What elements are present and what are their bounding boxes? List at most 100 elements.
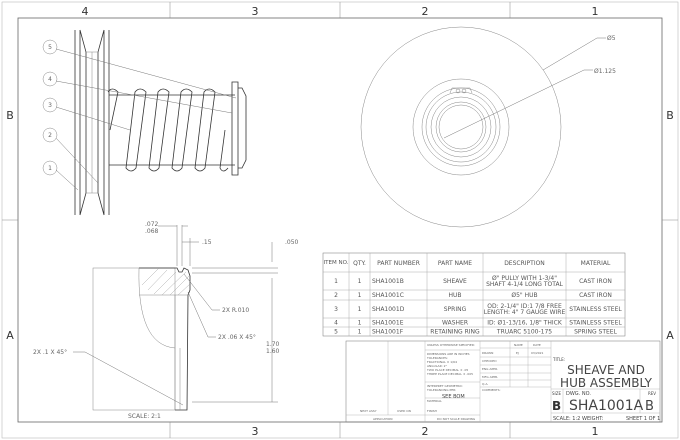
bom-cell-item: 1 xyxy=(334,278,338,285)
zone-col-2-bottom: 2 xyxy=(422,425,429,438)
balloon-leaders xyxy=(55,48,237,191)
dim-height-upper: 1.70 xyxy=(266,341,280,348)
bom-cell-description: Ø" PULLY WITH 1-3/4"SHAFT 4-1/4 LONG TOT… xyxy=(486,275,563,288)
role-mfg-appr: MFG APPR. xyxy=(482,375,498,379)
geometric-tolerancing: INTERPRET GEOMETRIC xyxy=(427,384,462,388)
finish-label: FINISH xyxy=(427,409,437,413)
bom-cell-part-number: SHA1001B xyxy=(372,278,404,285)
bom-cell-description: TRUARC 5100-175 xyxy=(496,329,552,336)
bom-cell-qty: 1 xyxy=(358,306,362,313)
header-description: DESCRIPTION xyxy=(504,260,545,267)
bom-row: 3 1 SHA1001D SPRING OD: 2-1/4" ID:1 7/8 FREE… xyxy=(334,303,622,316)
svg-text:4: 4 xyxy=(48,76,52,83)
bom-cell-description: Ø5" HUB xyxy=(511,292,537,299)
svg-text:3: 3 xyxy=(48,102,52,109)
dwg-no-label: DWG. NO. xyxy=(566,391,591,397)
tolerance-line: THREE PLACE DECIMAL ± .005 xyxy=(426,372,473,376)
dim-inner-diameter: Ø1.125 xyxy=(594,68,616,75)
role-comments: COMMENTS: xyxy=(482,388,501,392)
size-label: SIZE xyxy=(552,391,561,396)
header-part-number: PART NUMBER xyxy=(377,260,420,267)
date-header: DATE xyxy=(533,343,541,347)
bom-cell-material: SPRING STEEL xyxy=(574,329,617,336)
role-checked: CHECKED xyxy=(482,359,497,363)
sheet-number: SHEET 1 OF 1 xyxy=(626,416,660,422)
material-label: MATERIAL xyxy=(427,399,442,403)
bom-cell-qty: 1 xyxy=(358,329,362,336)
assembly-side-view[interactable]: 5 4 3 2 1 xyxy=(42,29,247,216)
dim-height-lower: 1.60 xyxy=(266,348,280,355)
zone-row-a-left: A xyxy=(6,329,14,342)
header-qty: QTY. xyxy=(353,260,366,267)
dim-groove-upper: .072 xyxy=(145,221,159,228)
dwg-no-value: SHA1001A xyxy=(569,398,644,414)
bom-cell-item: 4 xyxy=(334,320,338,327)
dim-chamfer-large: 2X .1 X 45° xyxy=(33,349,67,356)
bom-rows: 1 1 SHA1001B SHEAVE Ø" PULLY WITH 1-3/4"SHAF… xyxy=(334,275,622,336)
bom-cell-qty: 1 xyxy=(358,278,362,285)
bom-cell-part-number: SHA1001D xyxy=(372,306,405,313)
do-not-scale-label: DO NOT SCALE DRAWING xyxy=(437,417,476,421)
bom-header: ITEM NO. QTY. PART NUMBER PART NAME DESC… xyxy=(323,259,611,268)
bom-row: 1 1 SHA1001B SHEAVE Ø" PULLY WITH 1-3/4"SHAF… xyxy=(334,275,612,288)
svg-text:5: 5 xyxy=(48,44,52,51)
assembly-end-view[interactable]: Ø5 Ø1.125 xyxy=(360,26,616,228)
dim-chamfer-small: 2X .06 X 45° xyxy=(218,334,256,341)
balloon-4: 4 xyxy=(42,71,58,87)
bom-cell-material: CAST IRON xyxy=(579,292,612,299)
description-line: OD: 2-1/4" ID:1 7/8 FREE xyxy=(487,303,562,310)
material-value: SEE BOM xyxy=(442,394,465,400)
used-on-label: USED ON xyxy=(397,409,411,413)
name-header: NAME xyxy=(514,343,523,347)
title-label: TITLE: xyxy=(552,357,565,362)
weight-label: WEIGHT: xyxy=(582,416,604,422)
dim-radius: 2X R.010 xyxy=(222,307,249,314)
zone-col-1: 1 xyxy=(592,5,599,18)
application-label: APPLICATION xyxy=(373,417,392,421)
drawing-title-line-1: SHEAVE AND xyxy=(567,363,645,377)
svg-text:2: 2 xyxy=(48,132,52,139)
role-eng-appr: ENG APPR. xyxy=(482,367,498,371)
drawn-date: 03/2021 xyxy=(531,351,544,355)
bom-cell-item: 3 xyxy=(334,306,338,313)
bom-cell-part-name: SHEAVE xyxy=(443,278,467,285)
tolerance-line: FRACTIONAL ± 1/64 xyxy=(427,360,457,364)
dim-outer-diameter: Ø5 xyxy=(607,35,616,42)
header-material: MATERIAL xyxy=(581,260,611,267)
detail-section-view[interactable]: .072 .068 .15 .050 2X R.010 2X .06 X 45°… xyxy=(33,221,299,420)
svg-text:1: 1 xyxy=(48,165,52,172)
sheet-scale: SCALE: 1:2 xyxy=(553,416,580,422)
header-item-no: ITEM NO. xyxy=(323,259,349,266)
dim-width: .15 xyxy=(202,239,212,246)
balloon-2: 2 xyxy=(42,127,58,143)
bom-cell-part-name: SPRING xyxy=(444,306,467,313)
description-line: LENGTH: 4" 7 GAUGE WIRE xyxy=(484,309,566,316)
bom-cell-part-number: SHA1001F xyxy=(372,329,404,336)
balloon-1: 1 xyxy=(42,160,58,176)
spring-coils xyxy=(107,88,229,172)
tolerance-line: TOLERANCES: xyxy=(426,356,448,360)
description-line: Ø5" HUB xyxy=(511,292,537,299)
description-line: Ø" PULLY WITH 1-3/4" xyxy=(492,275,557,282)
inner-frame xyxy=(17,17,663,423)
bom-cell-part-number: SHA1001C xyxy=(372,292,404,299)
balloon-3: 3 xyxy=(42,97,58,113)
zone-labels: 4 3 2 1 3 2 1 B B A A xyxy=(6,5,674,438)
drawing-title-line-2: HUB ASSEMBLY xyxy=(560,376,653,390)
header-part-name: PART NAME xyxy=(438,260,472,267)
bom-cell-part-number: SHA1001E xyxy=(372,320,404,327)
description-line: TRUARC 5100-175 xyxy=(496,329,552,336)
bom-cell-description: ID: Ø1-13/16, 1/8" THICK xyxy=(487,320,563,327)
zone-col-3-bottom: 3 xyxy=(252,425,259,438)
role-qa: Q.A. xyxy=(482,382,488,386)
size-value: B xyxy=(552,399,561,413)
bom-cell-part-name: HUB xyxy=(448,292,461,299)
zone-row-b-right: B xyxy=(666,109,674,122)
zone-col-3: 3 xyxy=(252,5,259,18)
